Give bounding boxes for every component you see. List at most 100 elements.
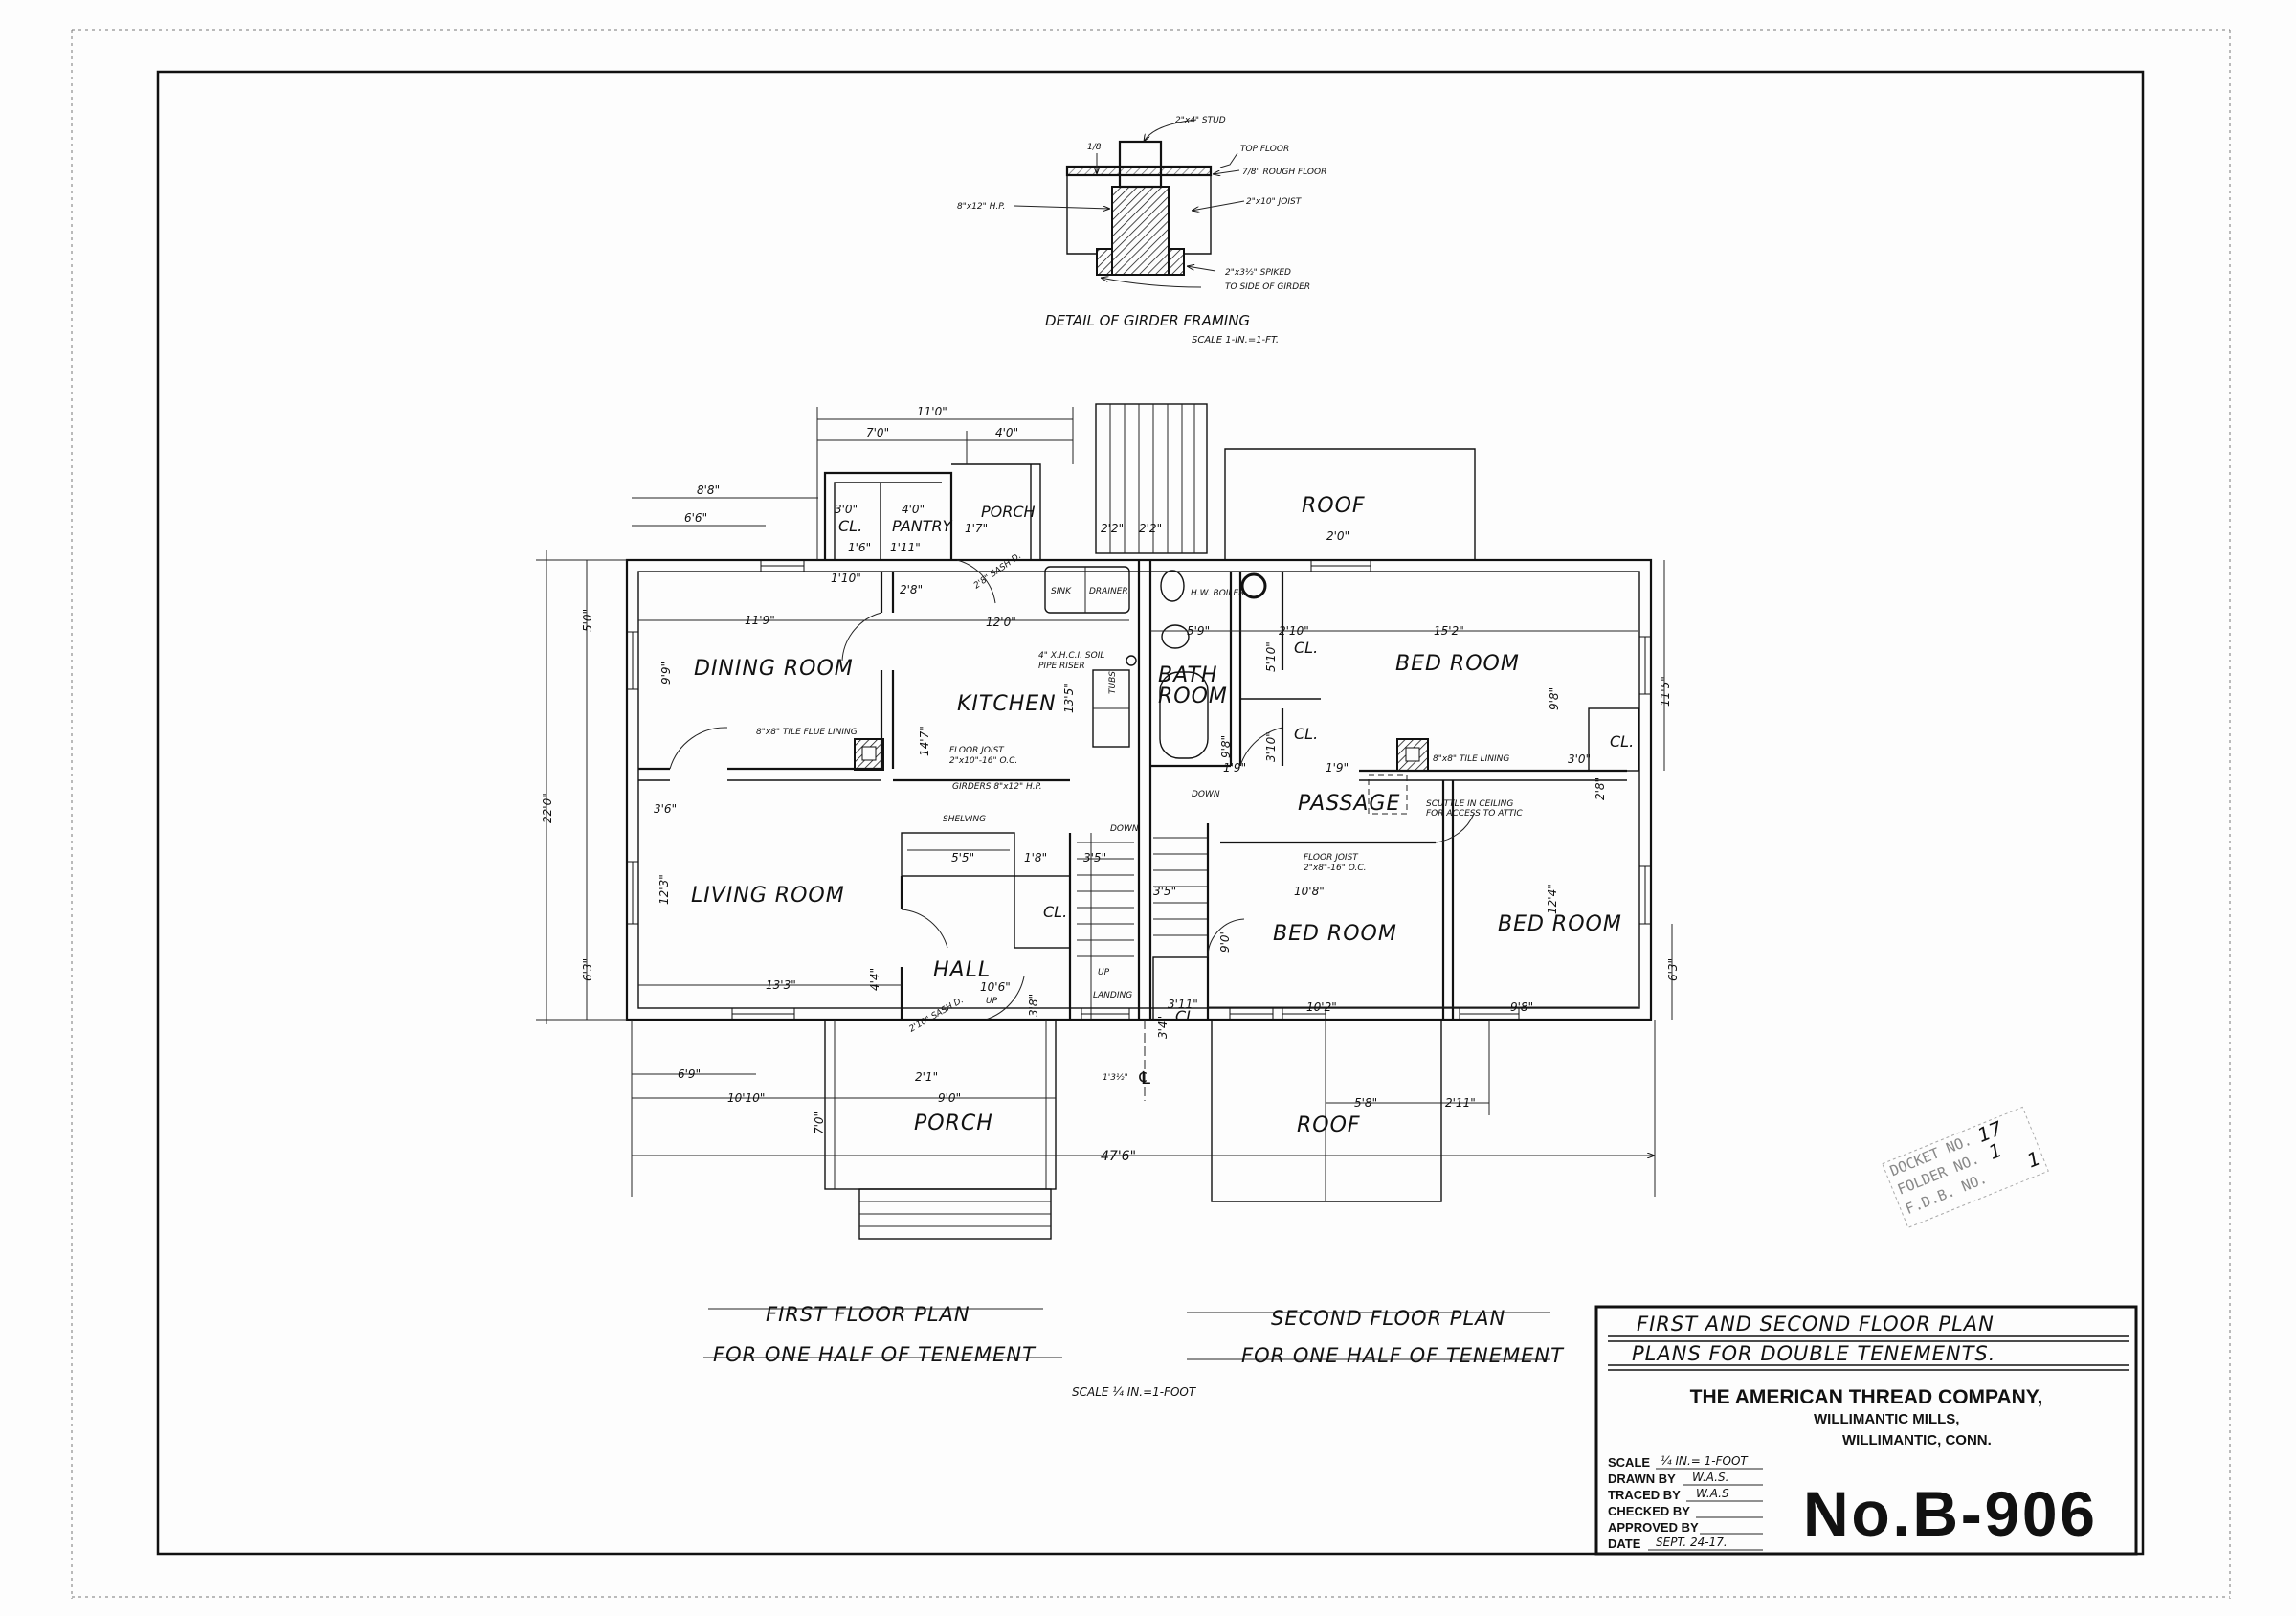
room-label-closet-5: CL.	[1610, 732, 1634, 751]
sash-door-label-2: 2'10" SASH D.	[908, 996, 966, 1034]
girder-leaders	[1014, 119, 1245, 288]
dim-label: 8'8"	[697, 483, 720, 497]
dim-label: 1'3½"	[1103, 1073, 1128, 1083]
date-label: DATE	[1608, 1537, 1641, 1551]
dim-label: 2'2"	[1139, 522, 1162, 535]
dim-label: 12'4"	[1546, 884, 1559, 914]
room-label-living-room: LIVING ROOM	[691, 884, 845, 908]
dimension-labels: 11'0" 7'0" 4'0" 8'8" 6'6" 3'0" 4'0" 1'7"…	[541, 405, 1680, 1164]
dim-label: 6'3"	[1666, 958, 1680, 981]
dim-label: 1'9"	[1326, 761, 1349, 774]
room-label-bed-room-1: BED ROOM	[1395, 652, 1520, 676]
dim-label: 1'7"	[965, 522, 988, 535]
room-label-roof-top: ROOF	[1302, 494, 1366, 518]
girder-label-rough-floor: 7/8" ROUGH FLOOR	[1242, 168, 1326, 177]
company-mills: WILLIMANTIC MILLS,	[1814, 1411, 1959, 1427]
sheet-frame	[71, 29, 2231, 1599]
dim-label: 12'3"	[658, 874, 671, 905]
dim-label: 2'1"	[915, 1070, 938, 1084]
drawing-number: No.B-906	[1803, 1478, 2095, 1549]
sink-label: SINK	[1051, 587, 1072, 596]
dim-label: 6'6"	[684, 511, 707, 525]
date-value: SEPT. 24-17.	[1656, 1536, 1728, 1549]
room-label-hall: HALL	[933, 958, 991, 982]
scuttle-label-2: FOR ACCESS TO ATTIC	[1426, 809, 1523, 819]
room-label-roof-bottom: ROOF	[1297, 1113, 1361, 1137]
dim-label: 1'11"	[890, 541, 921, 554]
tubs-label: TUBS	[1108, 671, 1118, 694]
first-floor-plan-subtitle: FOR ONE HALF OF TENEMENT	[713, 1343, 1037, 1366]
bathtub	[1159, 671, 1209, 759]
girder-framing-detail: 2"x4" STUD TOP FLOOR 7/8" ROUGH FLOOR 8"…	[957, 116, 1326, 346]
room-label-closet-4: CL.	[1294, 725, 1318, 743]
dim-label: 3'0"	[1568, 752, 1591, 766]
centerline-symbol: ℄	[1137, 1068, 1152, 1089]
sink-drainer	[1044, 566, 1130, 614]
plans-scale: SCALE ¼ IN.=1-FOOT	[1072, 1385, 1197, 1399]
dim-label: 5'10"	[1264, 641, 1278, 672]
dim-label: 5'9"	[1187, 624, 1210, 638]
dim-label: 13'3"	[766, 978, 796, 992]
dim-label: 3'10"	[1264, 731, 1278, 762]
dim-label: 1'6"	[848, 541, 871, 554]
girders-label: GIRDERS 8"x12" H.P.	[952, 782, 1042, 792]
checked-by-label: CHECKED BY	[1608, 1504, 1690, 1518]
dim-label: 2'2"	[1101, 522, 1124, 535]
filing-stamp: DOCKET NO. FOLDER NO. F.D.B. NO. 17 1 1	[1882, 1106, 2049, 1229]
dim-label: 3'5"	[1153, 885, 1176, 898]
dim-label: 3'11"	[1168, 998, 1198, 1011]
dim-label: 9'0"	[1218, 930, 1232, 953]
tile-lining-label: 8"x8" TILE LINING	[1433, 754, 1509, 764]
dim-label: 10'8"	[1294, 885, 1325, 898]
first-floor-plan-title: FIRST FLOOR PLAN	[766, 1303, 970, 1326]
soil-pipe-label-2: PIPE RISER	[1038, 662, 1085, 671]
drawn-by-label: DRAWN BY	[1608, 1471, 1676, 1486]
company-name: THE AMERICAN THREAD COMPANY,	[1690, 1386, 2043, 1408]
landing-label: LANDING	[1093, 991, 1132, 1000]
up-label-1: UP	[986, 997, 998, 1006]
dim-label: 12'0"	[986, 616, 1016, 629]
scuttle-label-1: SCUTTLE IN CEILING	[1426, 799, 1513, 809]
girder-label-spiked: 2"x3½" SPIKED	[1225, 268, 1291, 278]
dim-label: 3'0"	[835, 503, 858, 516]
dim-label: 10'2"	[1306, 1000, 1337, 1014]
second-floor-plan-subtitle: FOR ONE HALF OF TENEMENT	[1241, 1344, 1565, 1367]
attic-scuttle	[1368, 774, 1408, 815]
drainer-label: DRAINER	[1089, 587, 1128, 596]
girder-label-joist: 2"x10" JOIST	[1246, 197, 1303, 207]
dim-label: 3'6"	[654, 802, 677, 816]
dim-label: 2'11"	[1445, 1096, 1476, 1110]
dim-label: 2'8"	[1594, 777, 1607, 800]
approval-fields: SCALE ¼ IN.= 1-FOOT DRAWN BY W.A.S. TRAC…	[1608, 1454, 1763, 1551]
girder-label-top-floor: TOP FLOOR	[1240, 145, 1289, 154]
title-block: FIRST AND SECOND FLOOR PLAN PLANS FOR DO…	[1594, 1305, 2138, 1556]
soil-pipe-label-1: 4" X.H.C.I. SOIL	[1038, 651, 1104, 661]
traced-by-label: TRACED BY	[1608, 1488, 1681, 1502]
girder-label-side: TO SIDE OF GIRDER	[1225, 282, 1310, 292]
stamp-file-value: 1	[2024, 1147, 2044, 1173]
dim-label: 10'6"	[980, 980, 1011, 994]
scale-field-value: ¼ IN.= 1-FOOT	[1661, 1454, 1749, 1468]
dim-label: 2'8"	[900, 583, 923, 596]
dim-label: 13'5"	[1062, 683, 1076, 713]
dim-label: 1'9"	[1223, 761, 1246, 774]
dim-label: 11'5"	[1659, 676, 1672, 707]
floor-joist-label-2b: 2"x8"-16" O.C.	[1304, 864, 1366, 873]
floor-plan: DINING ROOM KITCHEN LIVING ROOM HALL PAN…	[536, 403, 1680, 1240]
dim-label: 5'8"	[1354, 1096, 1377, 1110]
dim-label-overall: 47'6"	[1101, 1149, 1136, 1164]
company-location: WILLIMANTIC, CONN.	[1842, 1432, 1992, 1448]
windows	[626, 559, 1652, 1021]
dim-label: 7'0"	[813, 1111, 826, 1134]
dim-label: 22'0"	[541, 793, 554, 823]
dim-label: 5'0"	[581, 609, 594, 632]
dim-label: 11'9"	[745, 614, 775, 627]
room-label-front-porch: PORCH	[914, 1111, 993, 1135]
shelving-label: SHELVING	[943, 815, 986, 824]
girder-label-stud: 2"x4" STUD	[1175, 116, 1226, 125]
down-label-2: DOWN	[1192, 790, 1220, 799]
room-label-closet-3: CL.	[1294, 639, 1318, 657]
floor-joist-label-2a: FLOOR JOIST	[1304, 853, 1359, 863]
dim-label: 4'4"	[868, 968, 881, 991]
